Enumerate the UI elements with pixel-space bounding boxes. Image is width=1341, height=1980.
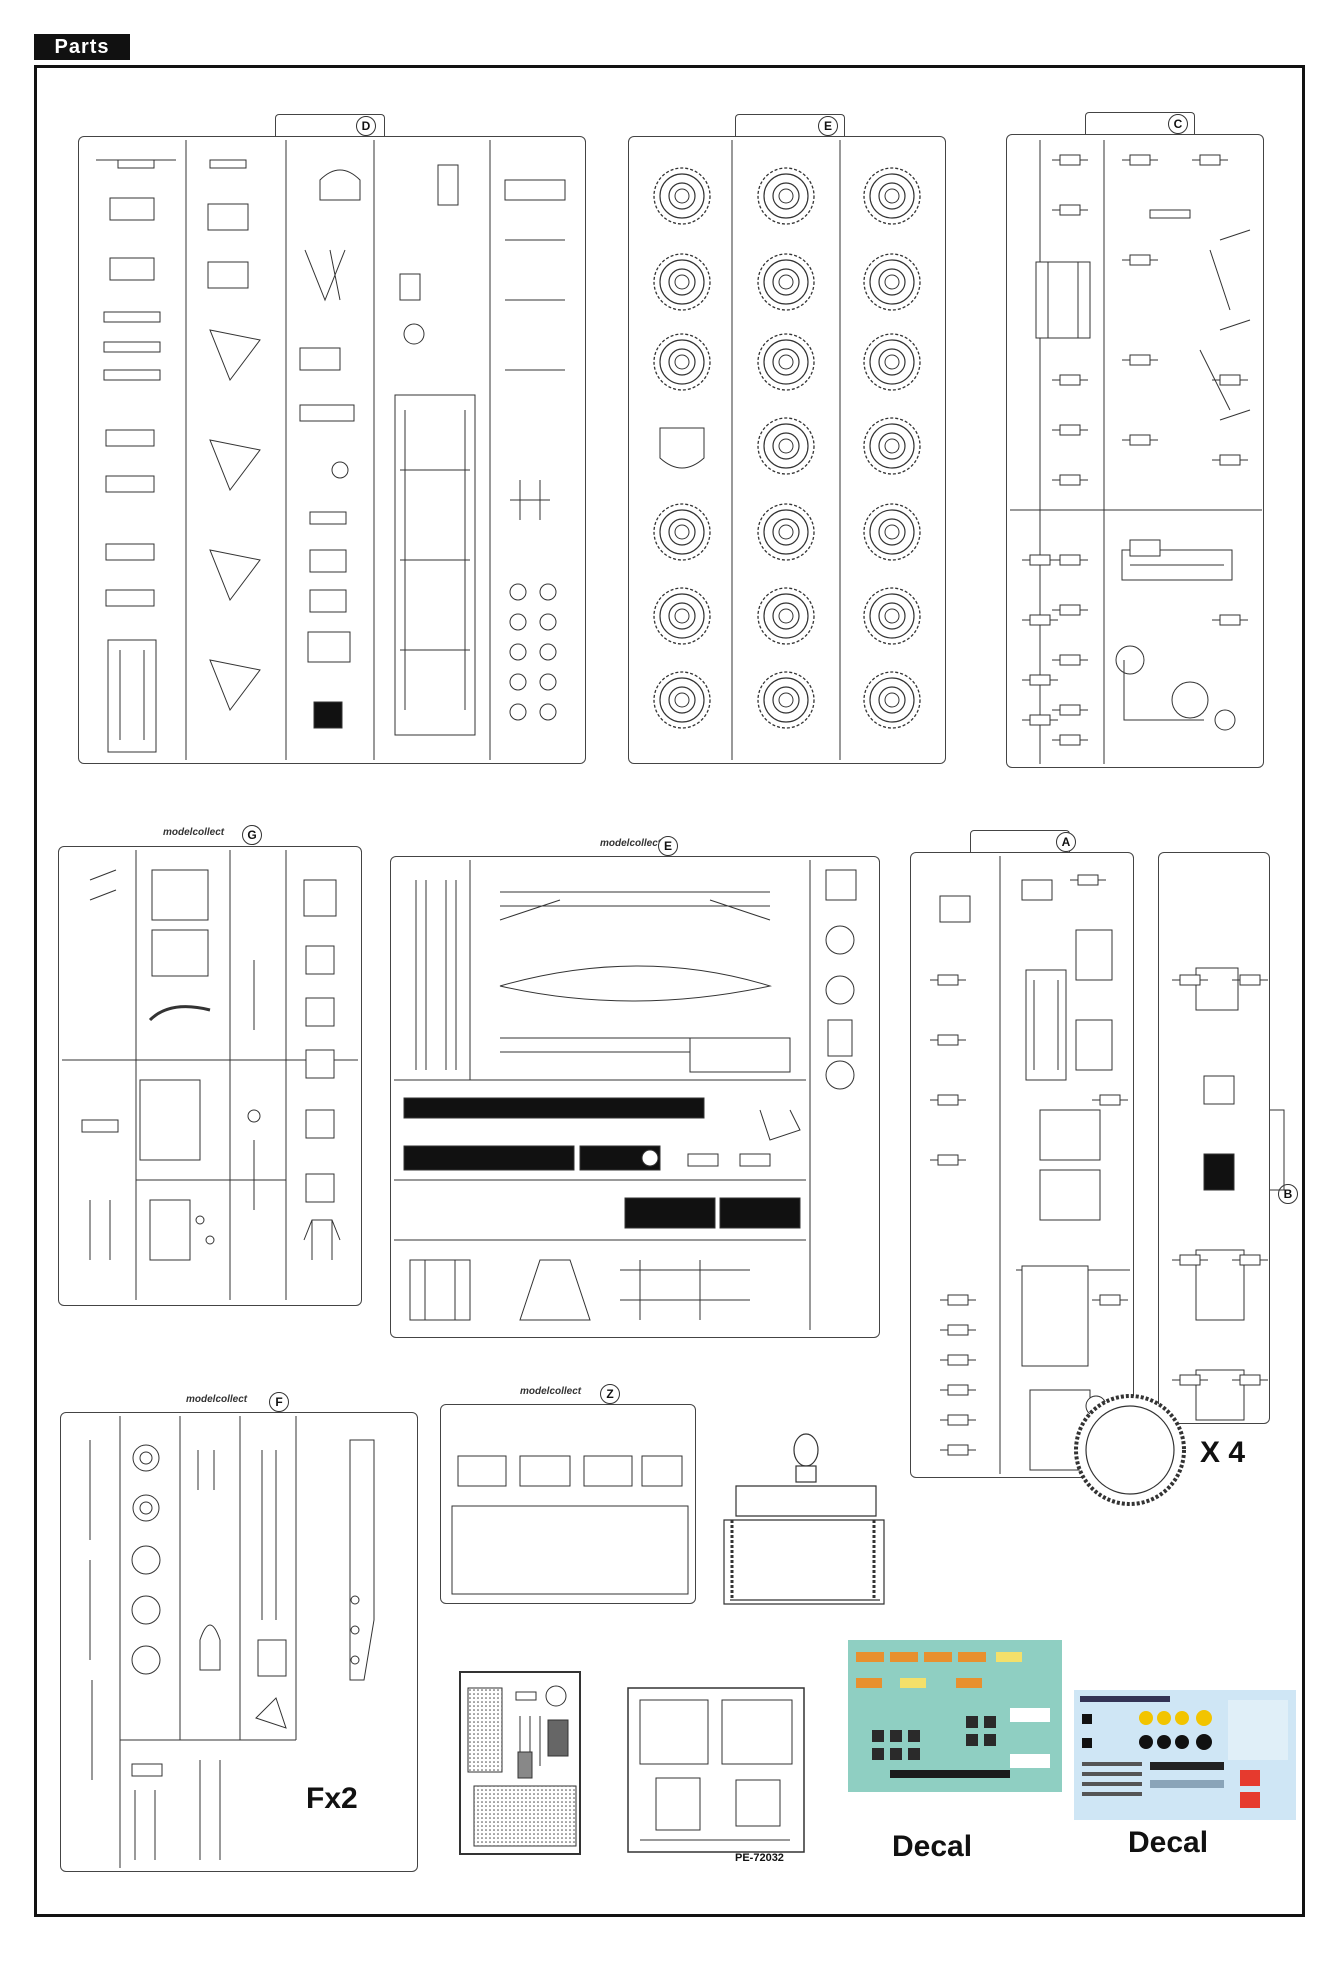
sprue-e2-brand: modelcollect — [600, 838, 662, 849]
sprue-e2-id: Ε — [658, 836, 678, 856]
sprue-e-wheels — [653, 140, 921, 760]
sprue-f-id: F — [269, 1392, 289, 1412]
pe-fret — [459, 1671, 581, 1855]
sprue-g-parts — [62, 850, 358, 1300]
decal-sheet-1 — [848, 1640, 1062, 1792]
sprue-b-id: B — [1278, 1184, 1298, 1204]
sprue-a-parts — [929, 856, 1130, 1474]
sprue-f-brand: modelcollect — [186, 1394, 248, 1405]
sprue-g-brand: modelcollect — [163, 827, 225, 838]
sprue-f-parts — [89, 1416, 375, 1868]
sprue-c-tab — [1085, 112, 1195, 134]
sprue-c-id: C — [1168, 114, 1188, 134]
decal-1-label: Decal — [892, 1830, 973, 1863]
sprue-e-tab — [735, 114, 845, 136]
decal-sheet-2 — [1074, 1690, 1296, 1820]
wheel-count-label: X 4 — [1200, 1436, 1246, 1469]
sprue-d-parts — [96, 140, 566, 760]
sprue-c-parts — [1010, 140, 1262, 764]
sprue-z-parts — [451, 1455, 689, 1595]
turret-part — [723, 1433, 885, 1605]
f-count-label: Fx2 — [306, 1782, 358, 1815]
decal-2-label: Decal — [1128, 1826, 1209, 1859]
sprue-z-brand: modelcollect — [520, 1386, 582, 1397]
sprue-e-id: E — [818, 116, 838, 136]
sprue-b — [1158, 852, 1270, 1424]
sprue-g-id: G — [242, 825, 262, 845]
wheel-part — [1074, 1394, 1186, 1506]
parts-frame — [34, 65, 1305, 1917]
sprue-z-id: Z — [600, 1384, 620, 1404]
sprue-e2-parts — [394, 860, 857, 1330]
sprue-a-id: A — [1056, 832, 1076, 852]
sprue-e2 — [390, 856, 880, 1338]
sprue-b-parts — [1171, 967, 1285, 1421]
sprue-d-id: D — [356, 116, 376, 136]
pe-72032-sheet — [627, 1687, 805, 1853]
pe-name-label: PE-72032 — [735, 1852, 784, 1864]
parts-title: Parts — [34, 34, 130, 60]
